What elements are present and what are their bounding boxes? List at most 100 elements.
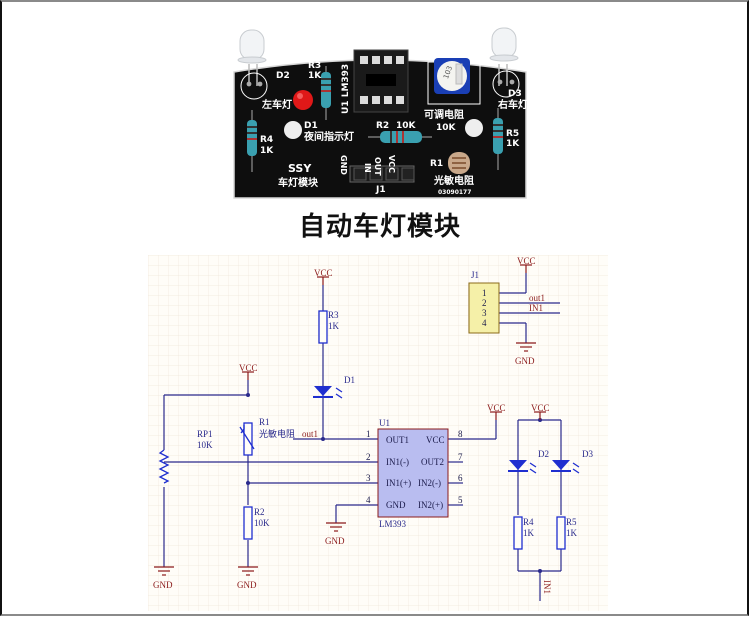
- pcb-label-pot-value: 10K: [436, 123, 457, 133]
- r3-value: 1K: [328, 321, 340, 331]
- r4-ref: R4: [523, 517, 534, 527]
- pcb-label-r2-value: 10K: [396, 121, 417, 131]
- u1-pin1-num: 1: [366, 429, 371, 439]
- u1-pin3-name: IN1(+): [386, 478, 411, 488]
- gnd-symbols: [154, 342, 536, 576]
- r4-value: 1K: [523, 528, 535, 538]
- pcb-label-pin-vcc: VCC: [387, 155, 396, 173]
- pcb-label-r2: R2: [376, 121, 389, 131]
- pcb-label-pot: 可调电阻: [424, 108, 464, 121]
- photoresistor-component: [448, 152, 470, 174]
- u1-pin4-num: 4: [366, 495, 371, 505]
- ic-u1-lm393: [377, 428, 449, 518]
- r5-value: 1K: [566, 528, 578, 538]
- pcb-label-brand: SSY: [288, 162, 312, 175]
- pcb-label-r3: R3: [308, 61, 321, 71]
- pcb-label-r4-value: 1K: [260, 146, 274, 156]
- u1-pin3-num: 3: [366, 473, 371, 483]
- pcb-photo: 103 D2 左车灯 R3 1K U1 LM393 D1 夜间指示灯 R4 1K…: [233, 27, 528, 199]
- j1-pin3: 3: [482, 308, 487, 318]
- resistor-r3: [321, 66, 331, 120]
- d1-ref: D1: [344, 375, 355, 385]
- page-title: 自动车灯模块: [298, 212, 461, 242]
- u1-pin6-name: IN2(-): [418, 478, 441, 488]
- u1-pin5-name: IN2(+): [418, 500, 443, 510]
- j1-pin4: 4: [482, 318, 487, 328]
- vcc-label-rail: VCC: [239, 363, 258, 373]
- led-d3-component: [489, 27, 520, 98]
- resistor-r3-symbol: [318, 310, 328, 344]
- pcb-label-night-indicator: 夜间指示灯: [303, 130, 354, 143]
- pcb-label-j1: J1: [375, 185, 386, 195]
- pcb-label-r5: R5: [506, 129, 519, 139]
- vcc-label-j1: VCC: [517, 256, 536, 266]
- connector-j1-symbol: [468, 282, 500, 334]
- d2-ref: D2: [538, 449, 549, 459]
- pcb-label-photoresistor: 光敏电阻: [433, 174, 474, 187]
- gnd-label-rp1: GND: [153, 580, 173, 590]
- resistor-r5-symbol: [556, 516, 566, 550]
- header-j1: [349, 165, 415, 183]
- schematic-diagram: VCC VCC VCC VCC VCC GND GND GND GND R3 1…: [148, 255, 608, 611]
- pcb-label-u1: U1 LM393: [341, 64, 351, 114]
- r2-value: 10K: [254, 518, 270, 528]
- led-d2-component: [237, 29, 268, 100]
- j1-ref: J1: [471, 270, 479, 280]
- photoresistor-r1-symbol: [239, 422, 255, 456]
- pcb-label-left-lamp: 左车灯: [261, 98, 292, 111]
- pcb-label-r1: R1: [430, 159, 443, 169]
- r1-value: 光敏电阻: [259, 428, 295, 440]
- net-label-in1: IN1: [542, 580, 552, 594]
- j1-pin1: 1: [482, 288, 487, 298]
- mounting-hole-right: [465, 119, 483, 137]
- r2-ref: R2: [254, 507, 265, 517]
- pcb-label-pin-out: OUT: [373, 157, 382, 176]
- net-label-out1: out1: [302, 429, 318, 439]
- resistor-r4: [247, 110, 257, 172]
- u1-ref: U1: [379, 418, 390, 428]
- led-d3-symbol: [551, 460, 580, 474]
- r3-ref: R3: [328, 310, 339, 320]
- r5-ref: R5: [566, 517, 577, 527]
- u1-pin7-name: OUT2: [421, 457, 444, 467]
- pcb-label-r5-value: 1K: [506, 139, 520, 149]
- pcb-label-d1: D1: [304, 121, 318, 131]
- resistor-r2-symbol: [243, 506, 253, 540]
- pcb-label-serial: 03090177: [438, 189, 471, 196]
- led-d1-symbol: [313, 386, 343, 399]
- potentiometer-rp1-symbol: [158, 449, 170, 484]
- pcb-label-d2: D2: [276, 71, 290, 81]
- u1-pin4-name: GND: [386, 500, 406, 510]
- mounting-hole-left: [284, 121, 302, 139]
- pcb-label-right-lamp: 右车灯: [497, 98, 528, 111]
- resistor-r2: [368, 131, 432, 143]
- u1-pin2-name: IN1(-): [386, 457, 409, 467]
- vcc-symbols: [242, 264, 546, 420]
- pcb-label-r4: R4: [260, 135, 273, 145]
- pcb-label-r3-value: 1K: [308, 71, 322, 81]
- u1-pin5-num: 5: [458, 495, 463, 505]
- resistor-r4-symbol: [513, 516, 523, 550]
- rp1-ref: RP1: [197, 429, 213, 439]
- led-d2-symbol: [508, 460, 537, 474]
- vcc-label-r3: VCC: [314, 268, 333, 278]
- resistor-r5: [493, 108, 503, 170]
- pcb-label-pin-in: IN: [363, 163, 372, 173]
- r1-ref: R1: [259, 417, 270, 427]
- u1-pin6-num: 6: [458, 473, 463, 483]
- vcc-label-leds: VCC: [531, 403, 550, 413]
- pcb-label-pin-gnd: GND: [339, 155, 348, 175]
- u1-pin8-num: 8: [458, 429, 463, 439]
- led-d1-component: [293, 90, 313, 110]
- j1-net-out1: out1: [529, 293, 545, 303]
- gnd-label-r2: GND: [237, 580, 257, 590]
- potentiometer-component: 103: [427, 58, 481, 105]
- u1-part: LM393: [379, 519, 407, 529]
- pcb-label-module: 车灯模块: [278, 176, 319, 189]
- j1-pin2: 2: [482, 298, 487, 308]
- gnd-label-j1: GND: [515, 356, 535, 366]
- pcb-label-d3: D3: [508, 89, 522, 99]
- ic-socket: [353, 49, 409, 113]
- u1-pin1-name: OUT1: [386, 435, 409, 445]
